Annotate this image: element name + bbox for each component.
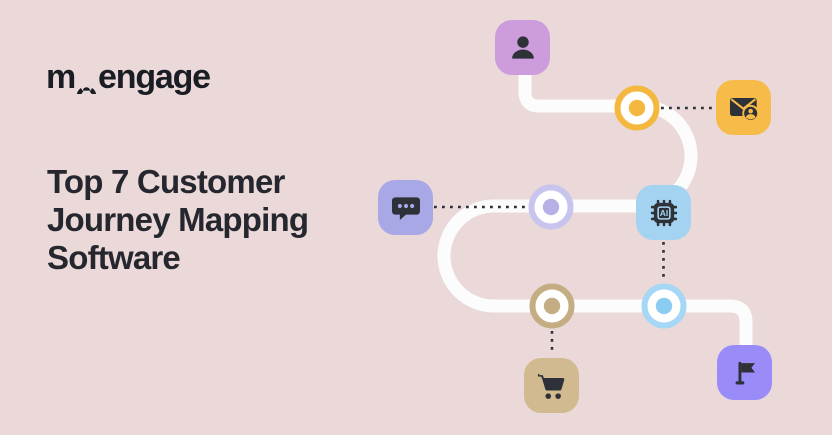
title-line-2: Journey Mapping xyxy=(47,201,309,238)
ai-chip-label: AI xyxy=(659,207,668,217)
page-title: Top 7 Customer Journey Mapping Software xyxy=(47,163,309,277)
person-icon xyxy=(511,35,534,59)
logo-text-m: m xyxy=(46,58,76,96)
journey-node-retention xyxy=(641,283,687,329)
title-line-1: Top 7 Customer xyxy=(47,163,285,200)
chat-bubble-icon xyxy=(391,196,420,220)
flag-icon xyxy=(735,361,755,384)
journey-node-purchase xyxy=(529,283,575,329)
journey-path xyxy=(437,66,753,352)
logo-text-engage: engage xyxy=(98,58,211,96)
goal-flag-tile xyxy=(717,345,772,400)
chat-message-tile xyxy=(378,180,433,235)
journey-node-awareness xyxy=(614,85,660,131)
email-campaign-tile xyxy=(716,80,771,135)
title-line-3: Software xyxy=(47,239,181,276)
journey-node-engagement xyxy=(528,184,574,230)
email-user-icon xyxy=(729,97,759,122)
shopping-cart-icon xyxy=(537,373,564,399)
ai-engine-tile: AI xyxy=(636,185,691,240)
ai-chip-icon: AI xyxy=(650,199,677,226)
purchase-tile xyxy=(524,358,579,413)
moengage-o-mark-icon xyxy=(76,73,97,94)
customer-tile xyxy=(495,20,550,75)
moengage-logo: m engage xyxy=(46,58,211,97)
